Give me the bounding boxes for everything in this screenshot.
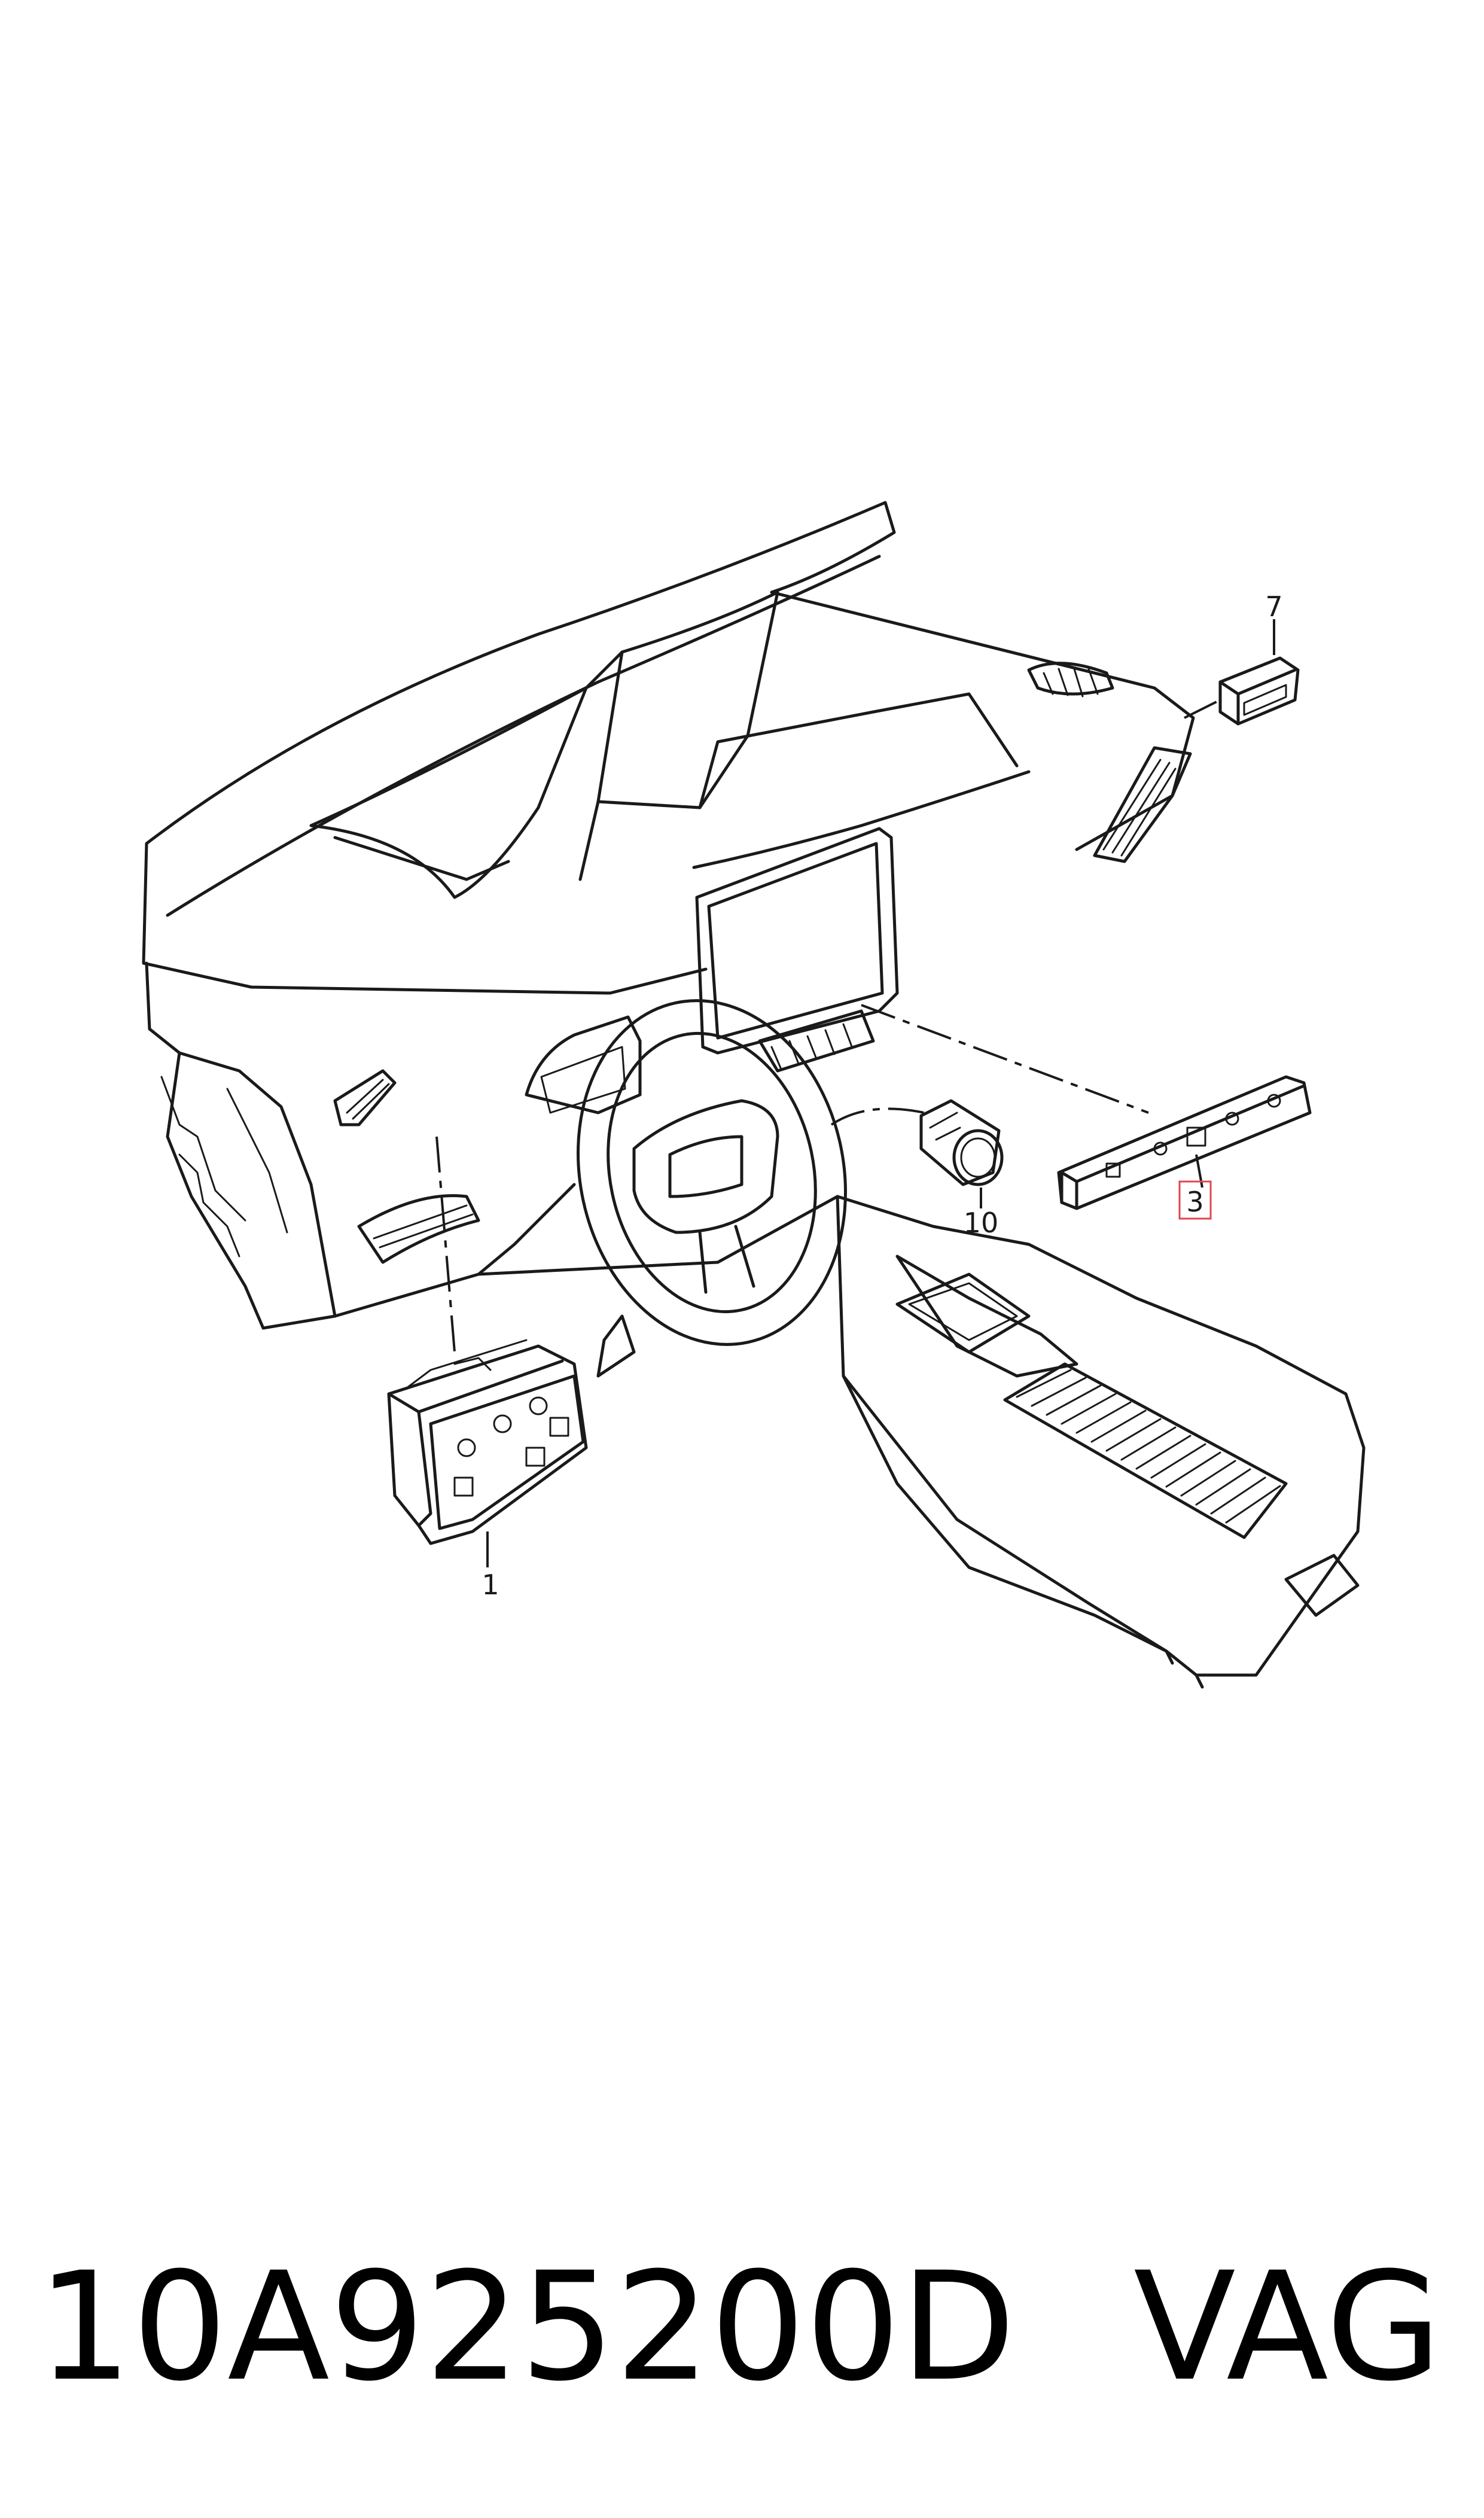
leader-part-1 (435, 1136, 456, 1353)
brand-label: VAG (1133, 2240, 1442, 2414)
steering-wheel-illustration (577, 999, 847, 1378)
part-3-switch-panel (1057, 1075, 1312, 1210)
part-7-socket (1218, 656, 1300, 726)
leader-lines (435, 619, 1275, 1567)
callout-3: 3 (1186, 1186, 1203, 1218)
part-number-label: 10A925200D (37, 2240, 1016, 2414)
callout-3-highlight (1178, 1180, 1212, 1220)
leader-part-3 (861, 1004, 1149, 1114)
callout-1: 1 (482, 1569, 499, 1601)
leader-part-10 (830, 1107, 925, 1126)
part-10-start-button (919, 1099, 1004, 1186)
callout-10: 10 (964, 1207, 999, 1239)
part-1-switch-module (387, 1339, 588, 1545)
leader-part-7 (1184, 699, 1221, 719)
dashboard-illustration (142, 501, 1195, 1330)
callout-7: 7 (1265, 590, 1282, 623)
center-console-illustration (836, 1195, 1366, 1689)
